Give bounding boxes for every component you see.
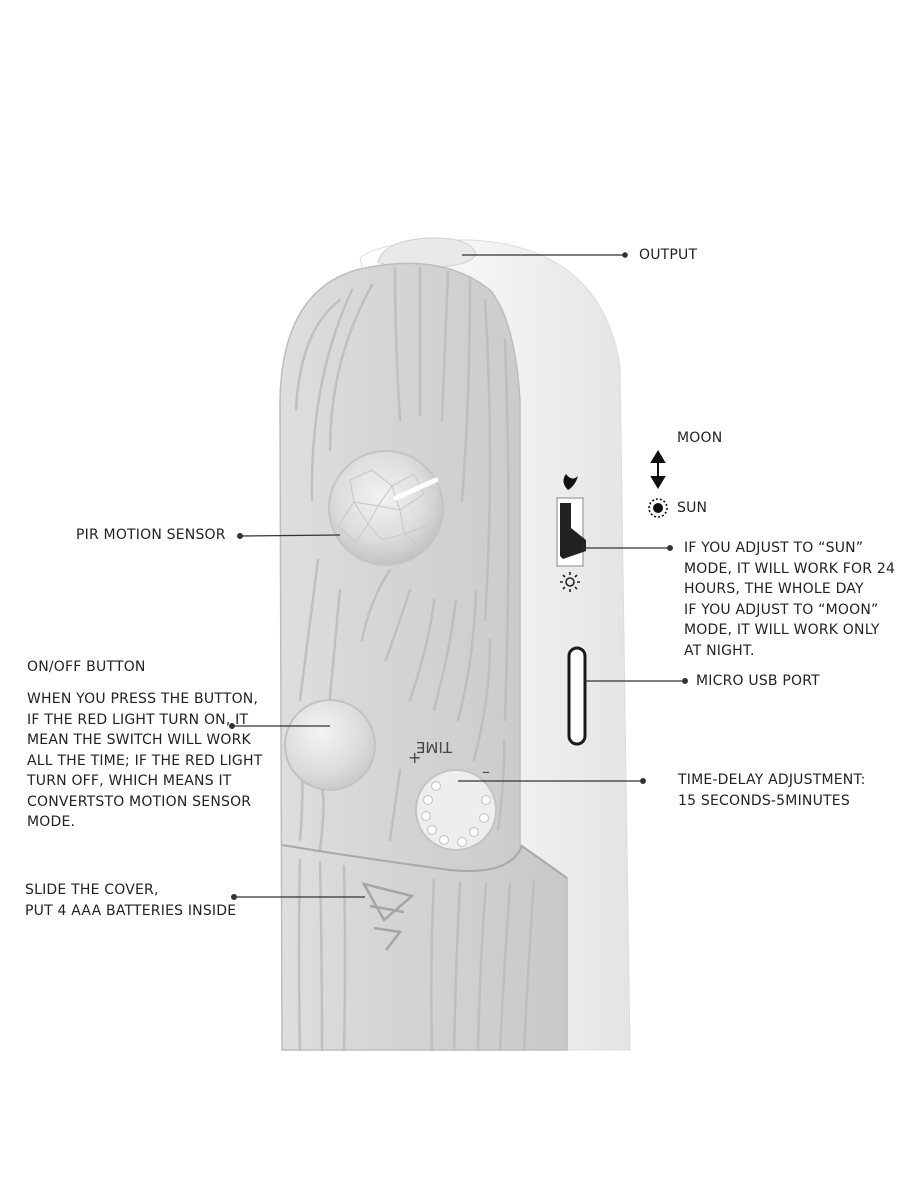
slide-arrow-icon bbox=[361, 882, 415, 951]
surface-grooves bbox=[294, 266, 510, 852]
moon-icon bbox=[656, 429, 668, 445]
sun-label: SUN bbox=[677, 500, 708, 516]
battery-cover-label: SLIDE THE COVER, PUT 4 AAA BATTERIES INS… bbox=[25, 882, 237, 919]
side-sun-mark bbox=[560, 572, 580, 592]
time-dial bbox=[415, 769, 497, 851]
battery-cover-edge bbox=[281, 844, 568, 879]
up-down-arrow-icon bbox=[650, 450, 666, 489]
sun-icon bbox=[648, 498, 668, 518]
moon-label: MOON bbox=[677, 430, 723, 446]
micro-usb-port-label: MICRO USB PORT bbox=[696, 673, 820, 689]
battery-cover-grooves bbox=[297, 858, 536, 1052]
micro-usb-port bbox=[567, 646, 587, 746]
time-minus-mark: – bbox=[482, 762, 490, 781]
pir-lens-highlight bbox=[393, 477, 439, 501]
sun-moon-switch bbox=[560, 503, 586, 559]
sun-moon-description: IF YOU ADJUST TO “SUN” MODE, IT WILL WOR… bbox=[684, 540, 896, 659]
time-dial-dots bbox=[420, 780, 492, 848]
on-off-description: WHEN YOU PRESS THE BUTTON, IF THE RED LI… bbox=[27, 691, 263, 830]
on-off-button-label: ON/OFF BUTTON bbox=[27, 659, 146, 675]
pir-leader bbox=[239, 534, 341, 537]
time-dial-label: TIME bbox=[416, 738, 453, 756]
side-moon-mark bbox=[563, 474, 578, 490]
output-label: OUTPUT bbox=[639, 247, 698, 263]
time-plus-mark: + bbox=[408, 748, 421, 767]
on-off-button bbox=[284, 699, 376, 791]
pir-lens-facets bbox=[337, 469, 427, 550]
pir-motion-sensor-label: PIR MOTION SENSOR bbox=[76, 527, 226, 543]
time-delay-label: TIME-DELAY ADJUSTMENT: 15 SECONDS-5MINUT… bbox=[678, 772, 866, 809]
leader-lines bbox=[229, 252, 688, 900]
